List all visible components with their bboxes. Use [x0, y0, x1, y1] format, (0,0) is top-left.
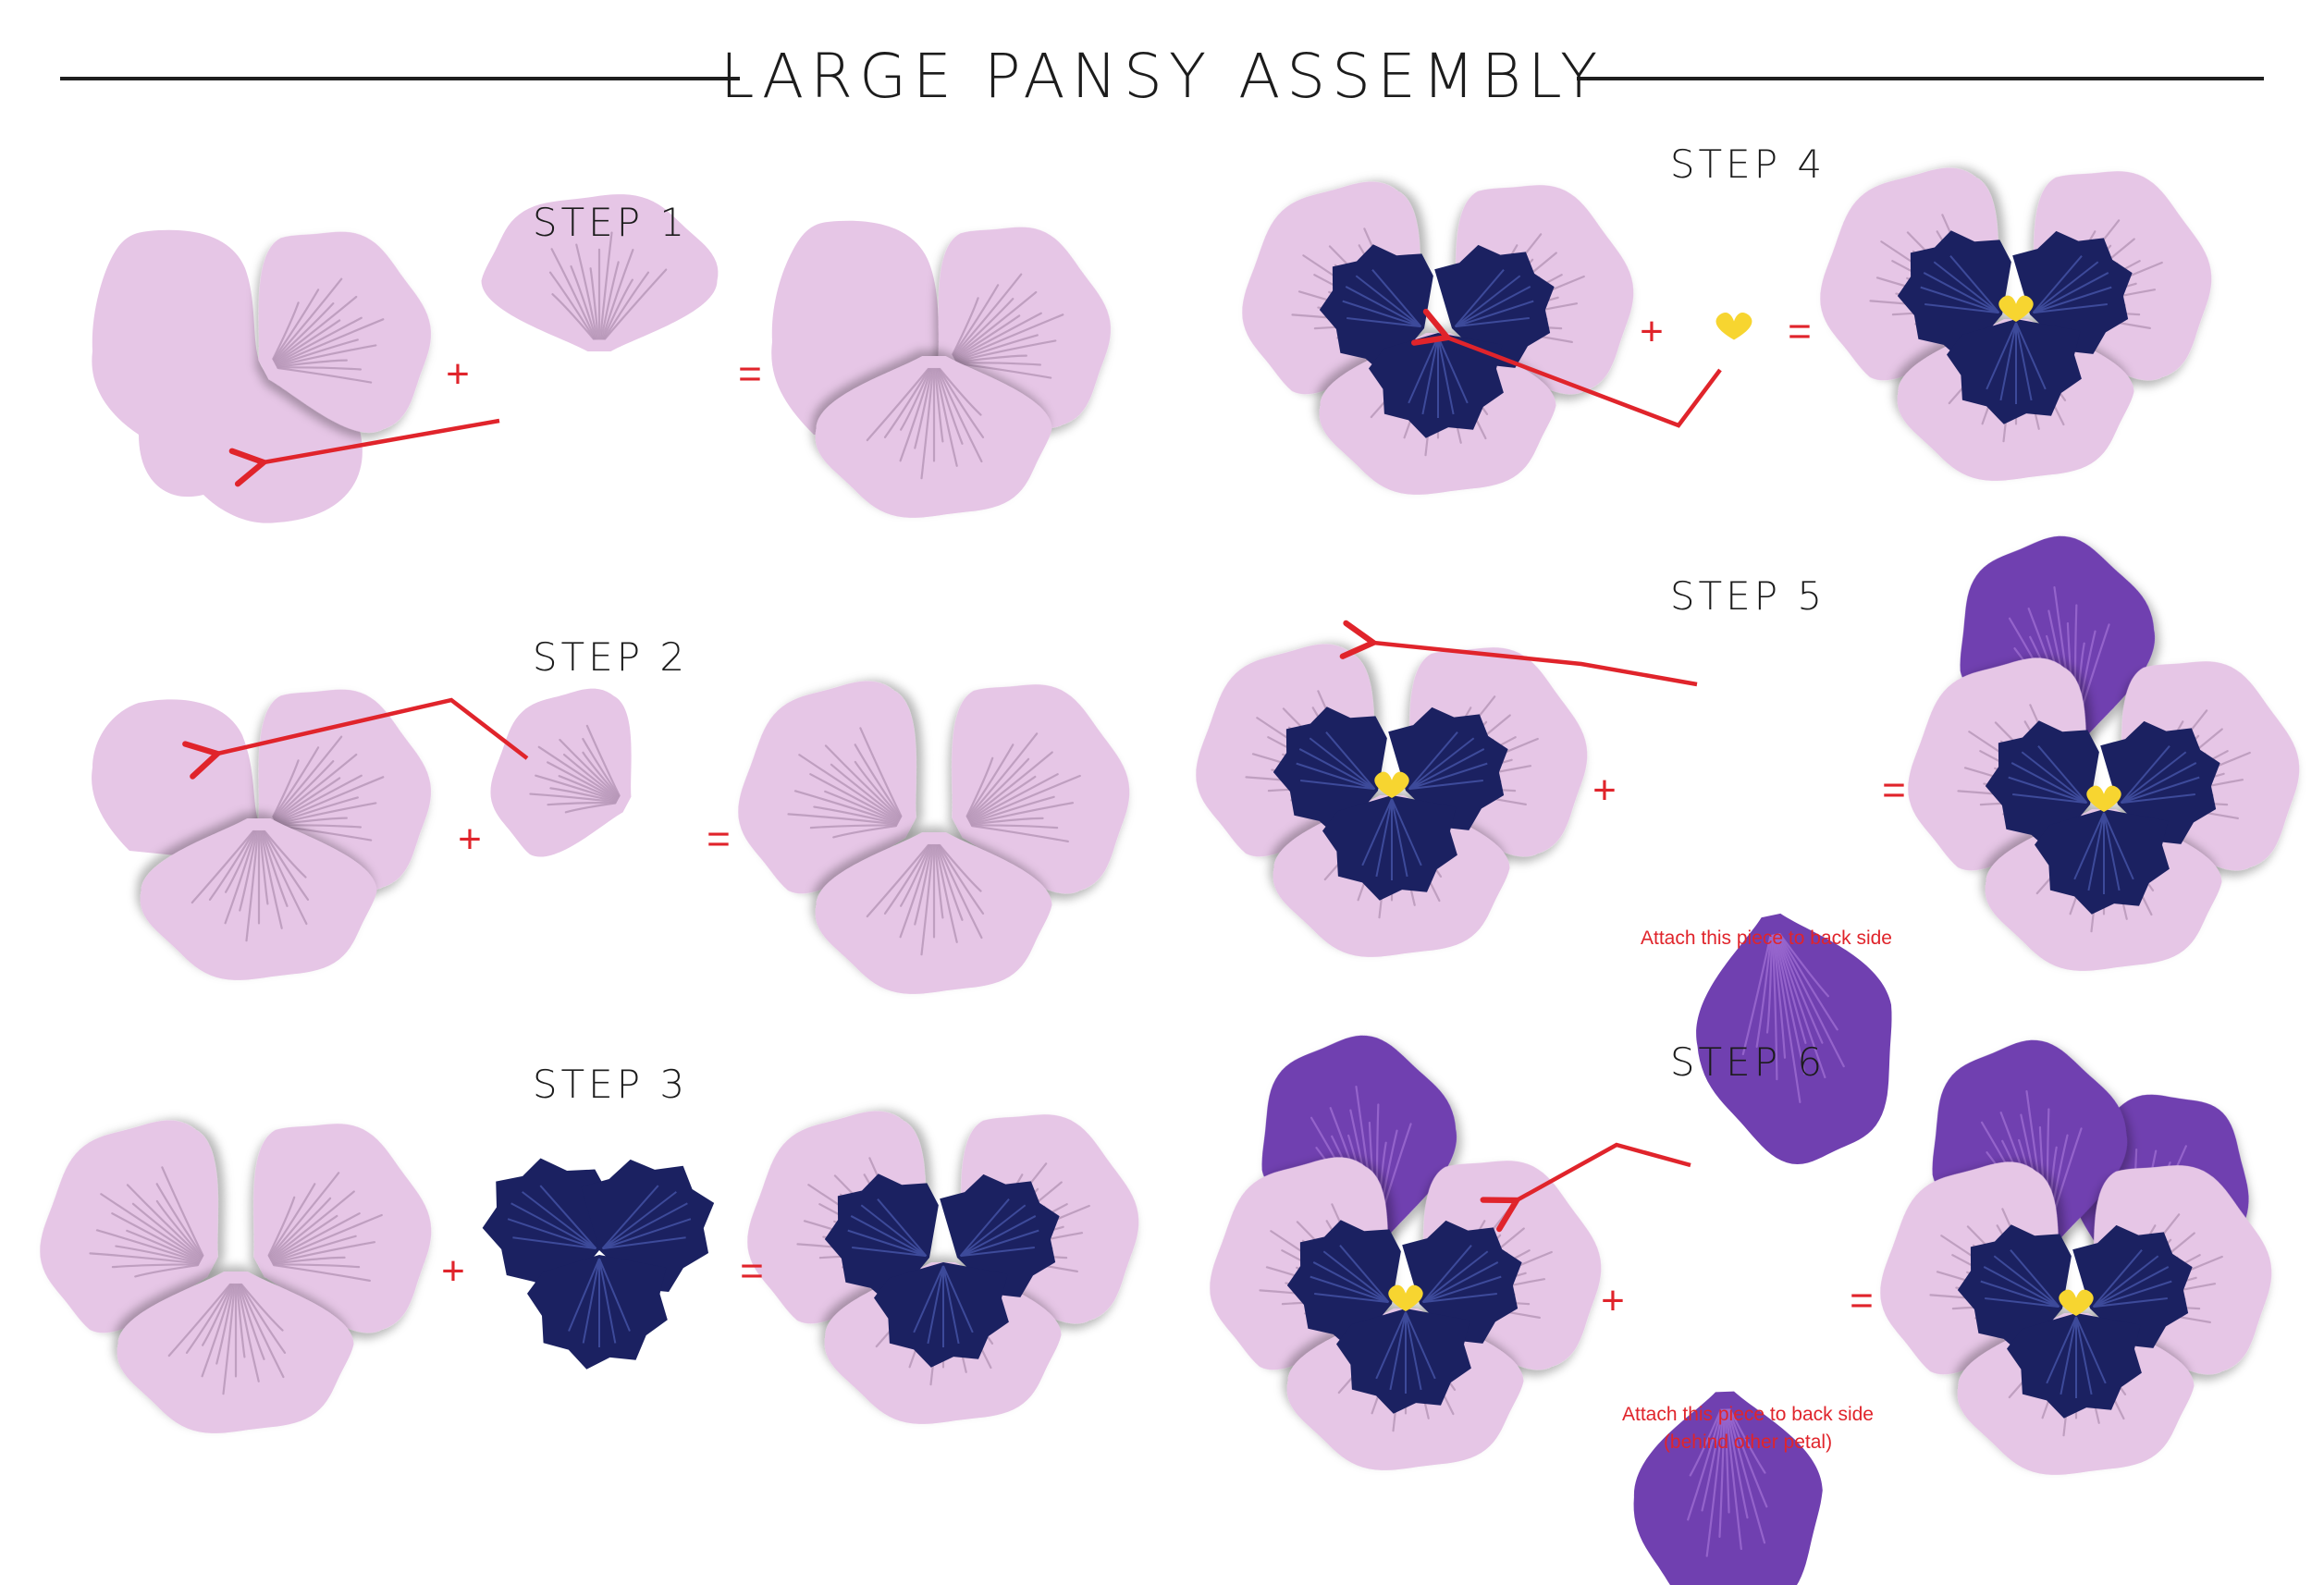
- blotch-right: [940, 1173, 1060, 1297]
- step-2-left-blank-petal: [92, 699, 264, 860]
- blotch-right: [1388, 706, 1508, 830]
- step-5-plus: +: [1592, 768, 1617, 813]
- blotch-bottom: [1947, 319, 2082, 424]
- step-6-plus: +: [1601, 1278, 1625, 1323]
- step-5-purple-petal-piece: [1696, 913, 1892, 1165]
- title-rule-right: [1577, 77, 2264, 80]
- step-1-result-bottom-petal: [815, 356, 1052, 518]
- blotch-bottom: [2035, 809, 2170, 915]
- step-1-base: [92, 229, 363, 523]
- step-5-note: Attach this piece to back side: [1641, 928, 1892, 949]
- blotch-right: [2072, 1224, 2193, 1348]
- blotch-bottom: [874, 1262, 1009, 1368]
- step-4-equals: =: [1788, 309, 1812, 354]
- step-5-base: [1196, 644, 1588, 957]
- step-3-equals: =: [740, 1248, 764, 1294]
- step-6-base: [1210, 1035, 1602, 1470]
- step-5-arrow: [1339, 620, 1698, 687]
- step-5-label: STEP 5: [1669, 573, 1826, 619]
- stamen: [1998, 295, 2034, 322]
- upper-right-petal: [952, 684, 1130, 894]
- blotch-right: [1434, 244, 1555, 368]
- blotch-bottom: [2007, 1313, 2142, 1419]
- step-1-arrow: [228, 418, 500, 487]
- step-6-note-line-2: (behind other petal): [1663, 1431, 1833, 1453]
- step-2-bottom-petal: [140, 818, 377, 980]
- stamen: [2059, 1289, 2094, 1316]
- step-6-purple-petal-piece: [1633, 1391, 1823, 1585]
- step-1-bottom-petal-piece: [481, 194, 719, 351]
- upper-left-petal: [40, 1120, 218, 1333]
- step-1-plus: +: [446, 351, 470, 397]
- step-4-plus: +: [1640, 309, 1664, 354]
- step-3-base: [40, 1120, 432, 1433]
- step-6-arrow: [1480, 1142, 1691, 1233]
- step-4-arrow: [1411, 308, 1722, 428]
- step-2-left-petal-piece: [490, 688, 632, 857]
- step-6-note-line-1: Attach this piece to back side: [1622, 1404, 1874, 1425]
- step-4-label: STEP 4: [1669, 141, 1826, 187]
- bottom-petal: [815, 832, 1052, 994]
- upper-right-petal: [253, 1124, 432, 1333]
- step-2-label: STEP 2: [532, 634, 689, 680]
- blotch-bottom: [1369, 333, 1504, 438]
- stamen: [2086, 785, 2121, 812]
- blotch-right: [2100, 720, 2220, 844]
- bottom-petal: [117, 1272, 354, 1433]
- step-5-result: [1908, 535, 2300, 971]
- blotch-right: [2012, 230, 2133, 354]
- step-6-label: STEP 6: [1669, 1039, 1826, 1085]
- blotch-bottom: [1336, 1309, 1471, 1414]
- stamen: [1388, 1284, 1423, 1311]
- step-1-right-petal: [258, 231, 431, 433]
- blotch-bottom: [1322, 795, 1457, 901]
- stamen: [1374, 771, 1409, 798]
- page-title: LARGE PANSY ASSEMBLY: [719, 41, 1605, 112]
- step-3-center-piece: [482, 1158, 715, 1370]
- step-3-blotch-bottom: [527, 1255, 668, 1370]
- step-2-plus: +: [458, 817, 482, 862]
- step-1-label: STEP 1: [532, 200, 689, 245]
- step-5-equals: =: [1882, 768, 1906, 813]
- step-3-label: STEP 3: [532, 1062, 689, 1107]
- step-2-arrow: [182, 697, 529, 780]
- step-3-result: [747, 1111, 1139, 1424]
- step-3-plus: +: [441, 1248, 465, 1294]
- step-4-base: [1242, 181, 1634, 495]
- step-2-result: [738, 681, 1130, 994]
- step-1-equals: =: [738, 351, 762, 397]
- title-rule-left: [60, 77, 740, 80]
- step-6-equals: =: [1850, 1278, 1874, 1323]
- blotch-right: [1402, 1220, 1522, 1344]
- step-4-result: [1820, 167, 2212, 481]
- upper-left-petal: [738, 681, 916, 894]
- step-4-stamen-piece: [1715, 312, 1752, 340]
- step-6-result: [1880, 1039, 2272, 1475]
- step-2-equals: =: [707, 817, 731, 862]
